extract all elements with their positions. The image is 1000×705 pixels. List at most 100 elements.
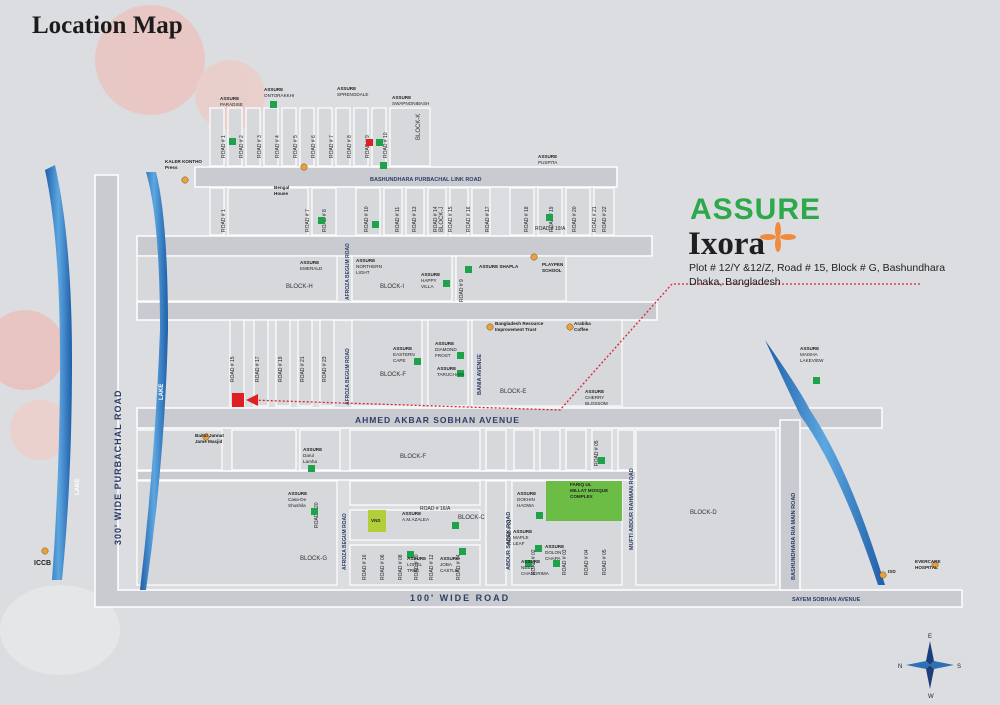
mid-road-label: ROAD # 15 <box>448 206 454 232</box>
project-marker-lorel_tree[interactable] <box>407 551 414 558</box>
project-label: ASSURE <box>517 491 536 496</box>
landmark-marker-evercare[interactable] <box>931 561 939 569</box>
lake-right <box>765 340 885 585</box>
landmark-label: VNS <box>371 518 380 523</box>
project-label: CHERRY <box>585 395 604 400</box>
project-marker-am_azalea[interactable] <box>452 522 459 529</box>
top-road-label: ROAD # 6 <box>311 135 317 158</box>
project-marker-darul_lamha[interactable] <box>308 465 315 472</box>
project-label: PARADISE <box>220 102 243 107</box>
project-marker-diamond_frost[interactable] <box>457 352 464 359</box>
project-marker-puspita[interactable] <box>546 214 553 221</box>
block-f2-label: BLOCK-F <box>400 454 426 460</box>
project-label: VILLA <box>421 284 434 289</box>
project-label: ASSURE <box>440 556 459 561</box>
mid-road-label: ROAD # 16 <box>466 206 472 232</box>
project-marker-happy_villa[interactable] <box>443 280 450 287</box>
landmark-marker-kaler_kontho[interactable] <box>181 176 189 184</box>
landmark-label: HOSPITAL <box>915 565 938 570</box>
block-f-road-label: ROAD # 15 <box>230 356 236 382</box>
project-marker-maple_leaf[interactable] <box>535 545 542 552</box>
project-label: SPRENGDALE <box>337 92 368 97</box>
project-marker-swapnonibash[interactable] <box>380 162 387 169</box>
landmark-marker-arabika[interactable] <box>566 323 574 331</box>
project-label: HAOWA <box>517 503 535 508</box>
project-marker-paradise[interactable] <box>229 138 236 145</box>
landmark-marker-bengal_house[interactable] <box>300 163 308 171</box>
project-marker-joba_castle[interactable] <box>459 548 466 555</box>
site-marker-secondary[interactable] <box>366 139 373 146</box>
project-label: ASSURE <box>356 258 375 263</box>
landmark-marker-brit[interactable] <box>486 323 494 331</box>
project-label: ASSURE <box>800 346 819 351</box>
project-label: A.M.AZALEA <box>402 517 430 522</box>
abdur-sadek-label: ABDUR SADEK ROAD <box>506 512 512 570</box>
landmark-marker-playpen[interactable] <box>530 253 538 261</box>
project-label: ASSURE <box>300 260 319 265</box>
block-f-road-label: ROAD # 17 <box>255 356 261 382</box>
project-label: TARUCHAYA <box>437 372 465 377</box>
landmark-label: PLAYPEN <box>542 262 564 267</box>
project-marker-ontorakkhi[interactable] <box>270 101 277 108</box>
lake-inner <box>140 172 168 590</box>
project-marker-sprengdale[interactable] <box>376 139 383 146</box>
project-label: ASSURE <box>264 87 283 92</box>
project-label: ASSURE <box>545 544 564 549</box>
top-road-label: ROAD # 5 <box>293 135 299 158</box>
project-label: Casa-De <box>288 497 307 502</box>
landmark-marker-isd[interactable] <box>879 571 887 579</box>
project-label: NORTHERN <box>356 264 382 269</box>
block-g-label: BLOCK-G <box>300 556 327 562</box>
block-h-label: BLOCK-H <box>286 284 313 290</box>
project-label: PUSPITA <box>538 160 558 165</box>
project-marker-maisha[interactable] <box>813 377 820 384</box>
top-road-label: ROAD # 4 <box>275 135 281 158</box>
mid-road-label: ROAD # 18 <box>524 206 530 232</box>
project-label: CHAPA <box>545 556 561 561</box>
top-road-label: ROAD # 2 <box>239 135 245 158</box>
page-title: Location Map <box>32 12 183 39</box>
road-05b-label: ROAD # 05 <box>602 549 608 575</box>
project-marker-chandrima[interactable] <box>525 560 532 567</box>
landmark-marker-baitul[interactable] <box>202 433 210 441</box>
project-label: ASSURE <box>435 341 454 346</box>
top-road-label: ROAD # 7 <box>329 135 335 158</box>
project-marker-cherry_blossom[interactable] <box>598 457 605 464</box>
landmark-marker-iccb[interactable] <box>41 547 49 555</box>
top-road-label: ROAD # 10 <box>383 132 389 158</box>
purbachal-road-label: 300' WIDE PURBACHAL ROAD <box>113 390 123 546</box>
site-marker[interactable] <box>232 393 244 407</box>
top-road-label: ROAD # 1 <box>221 135 227 158</box>
project-marker-emerald[interactable] <box>318 217 325 224</box>
project-marker-eastern_cape[interactable] <box>414 358 421 365</box>
project-marker-dokhin_haowa[interactable] <box>536 512 543 519</box>
landmark-label: Jame Masjid <box>195 439 223 444</box>
project-marker-casa_de_shushila[interactable] <box>311 508 318 515</box>
road-20-label: ROAD # 20 <box>314 502 320 528</box>
project-label: BLOSSOM <box>585 401 608 406</box>
ahmed-akbar-label: AHMED AKBAR SOBHAN AVENUE <box>355 415 520 425</box>
road-08-label: ROAD # 08 <box>398 554 404 580</box>
brand-name: ASSURE <box>690 193 822 226</box>
project-label: Lamha <box>303 459 317 464</box>
project-marker-shapla[interactable] <box>465 266 472 273</box>
project-marker-taruchaya[interactable] <box>457 370 464 377</box>
project-label: DOKHIN <box>517 497 535 502</box>
top-road-label: ROAD # 8 <box>347 135 353 158</box>
project-label: LAKEVIEW <box>800 358 824 363</box>
landmark-label: EVERCARE <box>915 559 941 564</box>
project-label: Shushila <box>288 503 306 508</box>
project-marker-northern_light[interactable] <box>372 221 379 228</box>
landmark-label: ISD <box>888 569 896 574</box>
landmark-label: COMPLEX <box>570 494 594 499</box>
project-label: ASSURE <box>407 556 426 561</box>
project-marker-dolonchapa[interactable] <box>553 560 560 567</box>
compass-rose: E W N S <box>898 634 961 700</box>
project-label: TREE <box>407 568 419 573</box>
road-14-label: ROAD # 14 <box>456 554 462 580</box>
project-label: NEEL <box>521 565 533 570</box>
project-label: MAPLE <box>513 535 529 540</box>
ixora-flower-icon <box>760 222 796 252</box>
mid-road-label: ROAD # 1 <box>221 209 227 232</box>
